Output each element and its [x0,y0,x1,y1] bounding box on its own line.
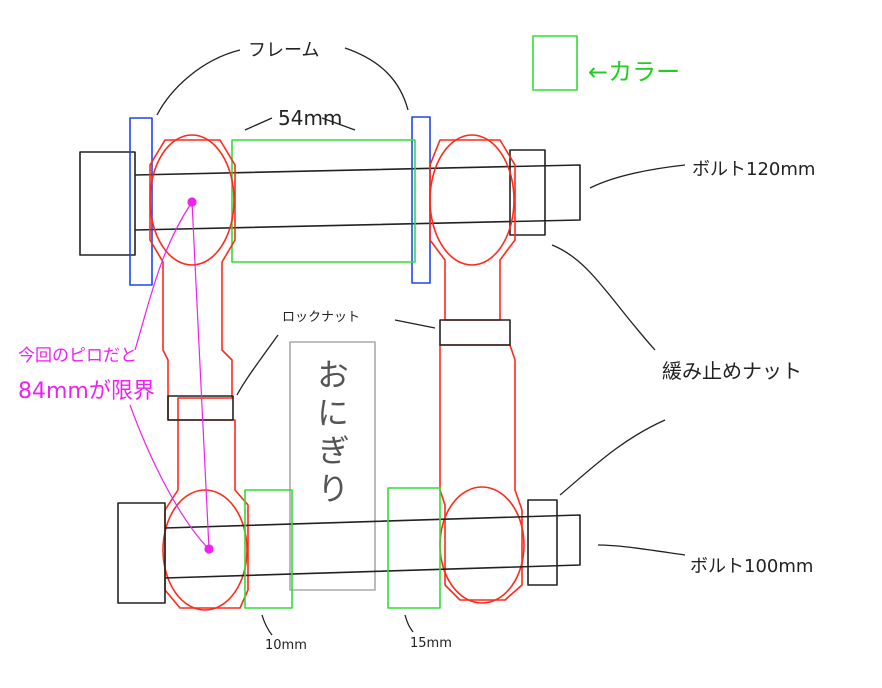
collar-legend-label: ←カラー [588,58,681,86]
spacer-left-label: 10mm [265,638,307,653]
frame-label: フレーム [248,40,320,61]
bolt-top-label: ボルト120mm [692,159,816,180]
lock-nut-label: ロックナット [282,310,361,325]
onigiri-block [289,341,376,591]
lock-nut-left [167,395,234,421]
collar-legend-swatch [532,35,578,91]
frame-left [129,117,153,286]
collar-bottom-right [387,487,441,609]
bolt-bottom-label: ボルト100mm [690,556,814,577]
collar-top [231,139,416,263]
onigiri-label: おにぎり [312,358,350,510]
locking-nut-label: 緩み止めナット [662,359,802,383]
limit-note-line-2: 84mmが限界 [18,379,155,404]
bottom-bolt [117,499,581,604]
collar-bottom-left [244,489,293,609]
spacer-right-label: 15mm [410,636,452,651]
limit-note-line-1: 今回のピロだと [18,346,137,366]
rod-end-left [149,134,249,611]
limit-note: 今回のピロだと 84mmが限界 [18,338,155,410]
top-bolt [79,149,581,256]
collar-width-label: 54mm [278,106,343,130]
lock-nut-right [439,319,511,346]
